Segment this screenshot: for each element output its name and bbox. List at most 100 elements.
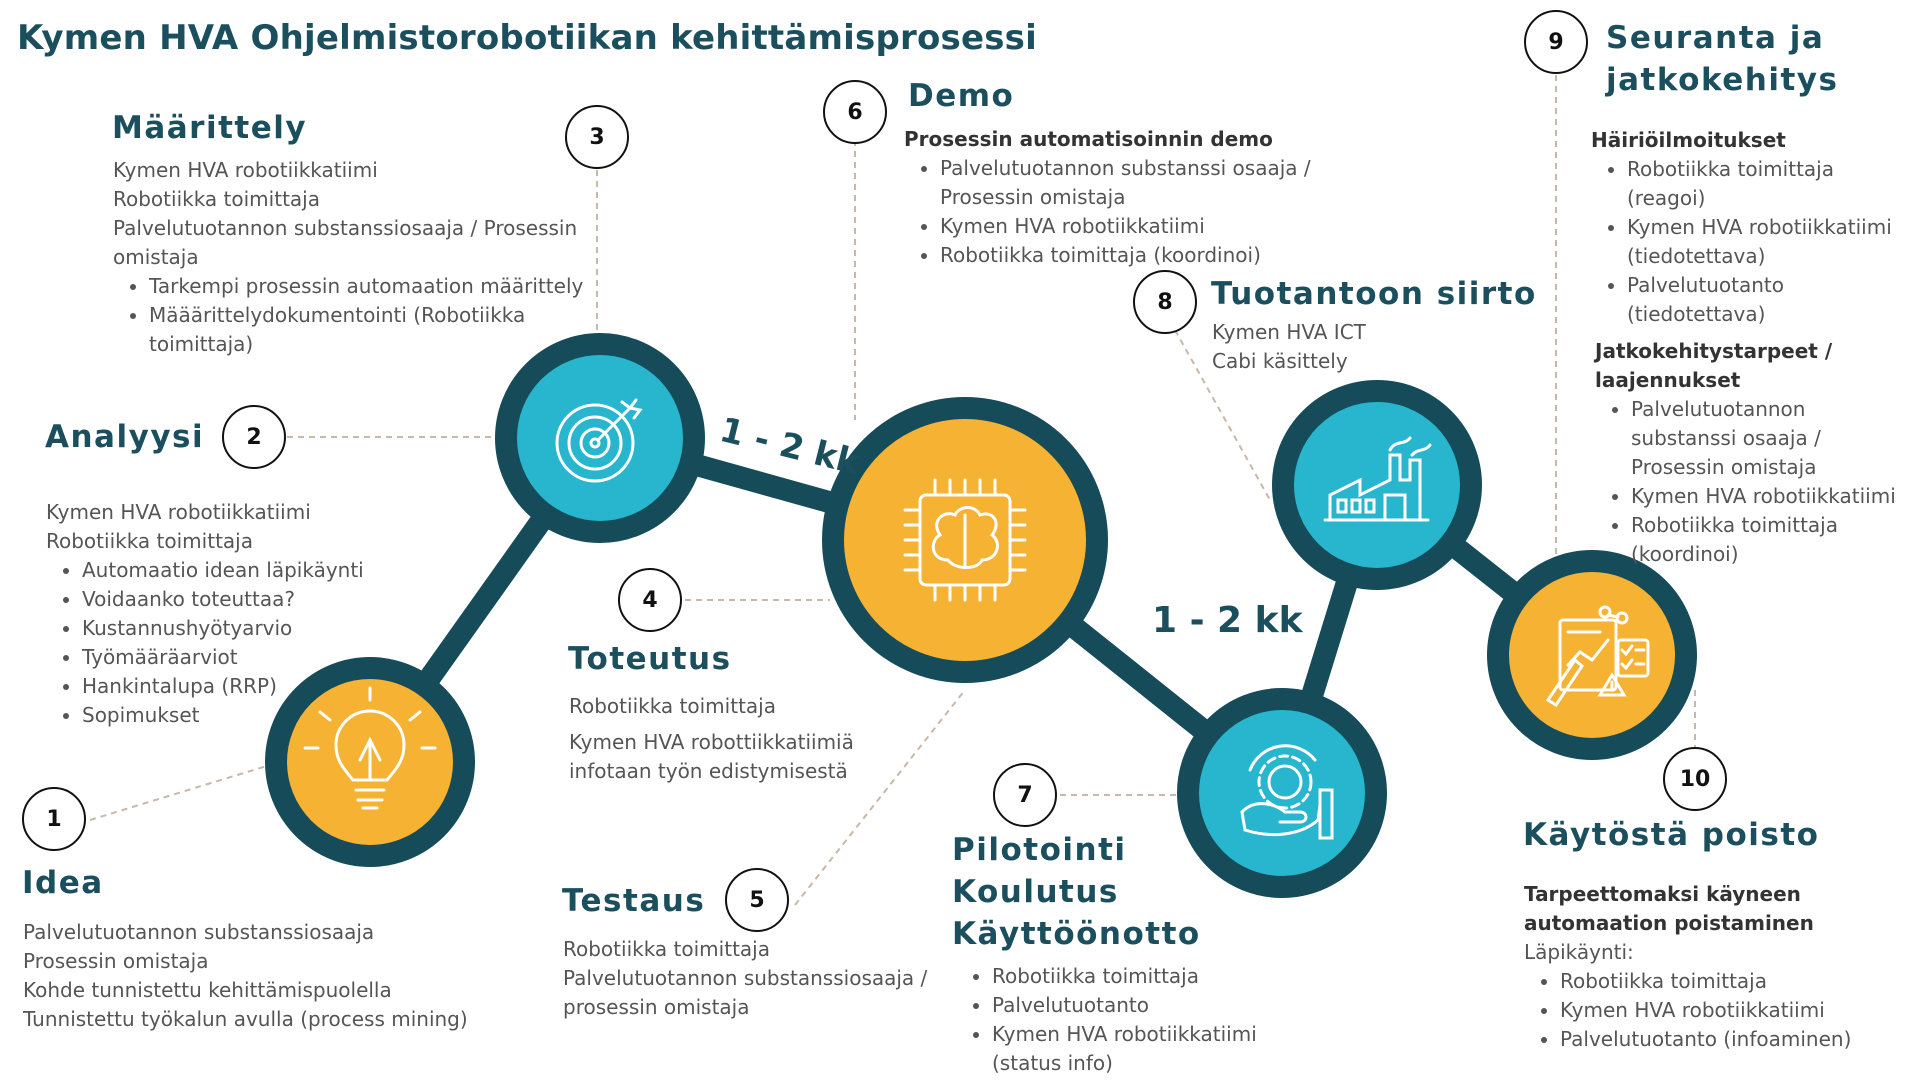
heading-line: jatkokehitys (1606, 62, 1839, 98)
step-text-pilotointi: Robotiikka toimittaja Palvelutuotanto Ky… (956, 962, 1296, 1078)
text-line: Palvelutuotannon substanssiosaaja / Pros… (113, 216, 578, 240)
target-icon (555, 398, 643, 483)
lightbulb-icon (303, 686, 437, 810)
step-number-badge-1: 1 (22, 787, 86, 851)
bullet-list: Palvelutuotannon substanssi osaaja / Pro… (904, 154, 1344, 270)
list-item: Kymen HVA robotiikkatiimi (1560, 996, 1904, 1025)
list-item: Robotiikka toimittaja (koordinoi) (1631, 511, 1916, 569)
text-line: infotaan työn edistymisestä (569, 759, 848, 783)
step-text-kaytosta-poisto: Tarpeettomaksi käyneen automaation poist… (1524, 880, 1904, 1054)
text-line: Prosessin omistaja (23, 949, 209, 973)
text-line: Kymen HVA robottiikkatiimiä (569, 730, 854, 754)
list-item: Sopimukset (82, 701, 364, 730)
step-text-tuotantoon-siirto: Kymen HVA ICT Cabi käsittely (1212, 318, 1366, 376)
bullet-list: Robotiikka toimittaja Kymen HVA robotiik… (1524, 967, 1904, 1054)
text-subheading: laajennukset (1595, 368, 1741, 392)
hand-gear-icon (1240, 744, 1334, 840)
step-text-analyysi: Kymen HVA robotiikkatiimi Robotiikka toi… (46, 498, 364, 730)
bullet-list: Tarkempi prosessin automaation määrittel… (113, 272, 613, 359)
step-number-badge-7: 7 (993, 763, 1057, 827)
text-subheading: automaation poistaminen (1524, 911, 1814, 935)
text-subheading: Jatkokehitystarpeet / (1595, 339, 1833, 363)
heading-line: Käyttöönotto (952, 916, 1201, 952)
step-text-toteutus: Robotiikka toimittaja Kymen HVA robottii… (569, 692, 854, 786)
step-text-seuranta: Häiriöilmoitukset Robotiikka toimittaja … (1591, 126, 1916, 569)
text-line: Läpikäynti: (1524, 940, 1634, 964)
step-heading-maarittely: Määrittely (112, 110, 308, 146)
step-number-badge-9: 9 (1524, 10, 1588, 74)
step-heading-demo: Demo (908, 78, 1015, 114)
list-item: Kustannushyötyarvio (82, 614, 364, 643)
bullet-list: Robotiikka toimittaja Palvelutuotanto Ky… (956, 962, 1296, 1078)
text-line: Robotiikka toimittaja (46, 529, 253, 553)
step-text-idea: Palvelutuotannon substanssiosaaja Proses… (23, 918, 468, 1034)
step-heading-analyysi: Analyysi (45, 419, 205, 455)
step-number-badge-4: 4 (618, 568, 682, 632)
page-title: Kymen HVA Ohjelmistorobotiikan kehittämi… (17, 18, 1037, 58)
bullet-list: Robotiikka toimittaja (reagoi) Kymen HVA… (1591, 155, 1916, 329)
text-line: Palvelutuotannon substanssiosaaja (23, 920, 375, 944)
node-maarittely (495, 333, 705, 543)
step-number-badge-6: 6 (823, 80, 887, 144)
step-number-badge-8: 8 (1133, 270, 1197, 334)
list-item: Hankintalupa (RRP) (82, 672, 364, 701)
ai-chip-brain-icon (903, 478, 1027, 602)
list-item: Kymen HVA robotiikkatiimi (940, 212, 1344, 241)
list-item: Robotiikka toimittaja (992, 962, 1296, 991)
step-heading-pilotointi: Pilotointi Koulutus Käyttöönotto (952, 829, 1201, 955)
text-line: Kymen HVA robotiikkatiimi (113, 158, 378, 182)
list-item: Määärittelydokumentointi (Robotiikka toi… (149, 301, 613, 359)
heading-line: Pilotointi (952, 832, 1127, 868)
text-line: Robotiikka toimittaja (113, 187, 320, 211)
text-line: Kohde tunnistettu kehittämispuolella (23, 978, 392, 1002)
list-item: Robotiikka toimittaja (koordinoi) (940, 241, 1344, 270)
duration-label-2: 1 - 2 kk (1152, 600, 1304, 641)
node-idea (265, 657, 475, 867)
step-number-badge-2: 2 (222, 405, 286, 469)
text-subheading: Tarpeettomaksi käyneen (1524, 882, 1801, 906)
list-item: Työmääräarviot (82, 643, 364, 672)
text-line: Tunnistettu työkalun avulla (process min… (23, 1007, 468, 1031)
step-number-badge-10: 10 (1663, 747, 1727, 811)
list-item: Palvelutuotanto (992, 991, 1296, 1020)
text-line: Cabi käsittely (1212, 349, 1348, 373)
list-item: Tarkempi prosessin automaation määrittel… (149, 272, 613, 301)
step-heading-kaytosta-poisto: Käytöstä poisto (1523, 817, 1820, 853)
text-subheading: Häiriöilmoitukset (1591, 128, 1786, 152)
list-item: Palvelutuotanto (infoaminen) (1560, 1025, 1904, 1054)
step-heading-idea: Idea (22, 865, 104, 901)
list-item: Palvelutuotannon substanssi osaaja / Pro… (940, 154, 1344, 212)
text-line: Palvelutuotannon substanssiosaaja / (563, 966, 928, 990)
list-item: Robotiikka toimittaja (reagoi) (1627, 155, 1916, 213)
list-item: Voidaanko toteuttaa? (82, 585, 364, 614)
text-line: Kymen HVA robotiikkatiimi (46, 500, 311, 524)
heading-line: Koulutus (952, 874, 1119, 910)
list-item: Robotiikka toimittaja (1560, 967, 1904, 996)
step-heading-testaus: Testaus (562, 883, 706, 919)
dashed-connectors (89, 75, 1696, 906)
step-heading-seuranta: Seuranta ja jatkokehitys (1606, 17, 1838, 101)
node-seuranta (1487, 550, 1697, 760)
node-pilotointi (1177, 688, 1387, 898)
text-line: prosessin omistaja (563, 995, 750, 1019)
factory-icon (1323, 436, 1432, 522)
list-item: Kymen HVA robotiikkatiimi (tiedotettava) (1627, 213, 1916, 271)
node-tuotantoon-siirto (1272, 380, 1482, 590)
list-item: Palvelutuotanto (tiedotettava) (1627, 271, 1916, 329)
step-number-badge-3: 3 (565, 105, 629, 169)
step-text-demo: Prosessin automatisoinnin demo Palvelutu… (904, 125, 1344, 270)
heading-line: Seuranta ja (1606, 20, 1825, 56)
step-heading-tuotantoon-siirto: Tuotantoon siirto (1211, 276, 1537, 312)
text-line: omistaja (113, 245, 199, 269)
bullet-list: Automaatio idean läpikäynti Voidaanko to… (46, 556, 364, 730)
step-text-testaus: Robotiikka toimittaja Palvelutuotannon s… (563, 935, 927, 1022)
step-text-maarittely: Kymen HVA robotiikkatiimi Robotiikka toi… (113, 156, 613, 359)
list-item: Kymen HVA robotiikkatiimi (status info) (992, 1020, 1296, 1078)
text-line: Kymen HVA ICT (1212, 320, 1366, 344)
text-line: Robotiikka toimittaja (563, 937, 770, 961)
list-item: Kymen HVA robotiikkatiimi (1631, 482, 1916, 511)
list-item: Palvelutuotannon substanssi osaaja / Pro… (1631, 395, 1916, 482)
report-checklist-icon (1545, 605, 1650, 708)
text-subheading: Prosessin automatisoinnin demo (904, 127, 1273, 151)
